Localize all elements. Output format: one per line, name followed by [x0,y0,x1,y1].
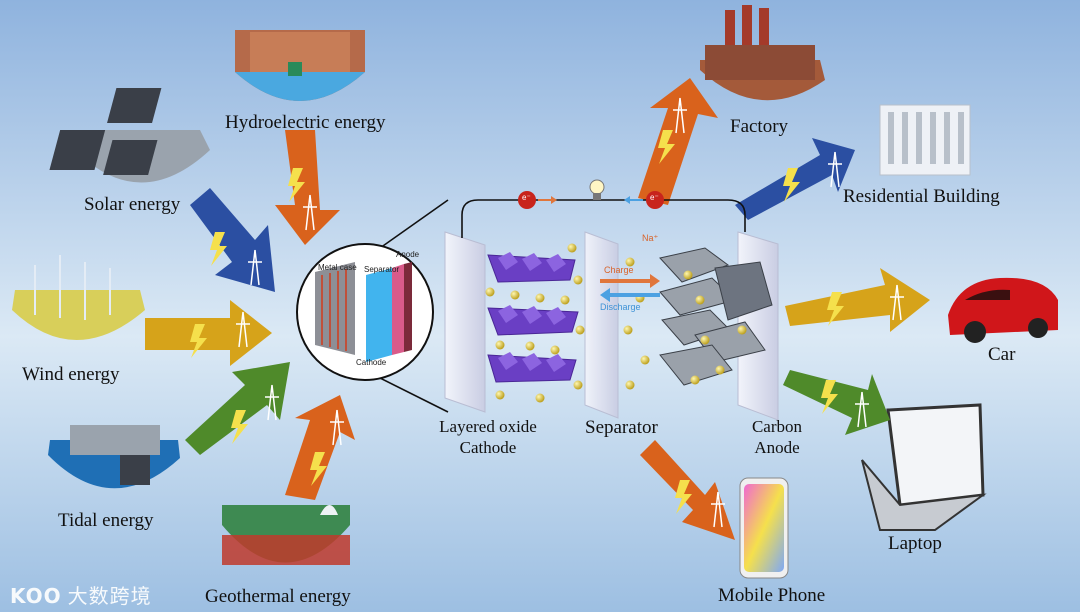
cell-cathode-label: Cathode [356,358,387,367]
hydroelectric-energy-label: Hydroelectric energy [225,112,386,133]
sodium-ion-label: Na⁺ [642,233,659,243]
charge-arrow [600,274,660,288]
residential-building-illustration [879,104,971,176]
external-circuit [461,179,746,238]
laptop-illustration [861,403,987,531]
geothermal-energy-label: Geothermal energy [205,586,351,607]
discharge-arrow [600,288,660,302]
solar-panels-illustration [49,88,210,183]
anode-label: Carbon Anode [751,417,803,457]
inflow-arrows [145,130,355,500]
outflow-arrows [638,78,930,540]
solar-energy-label: Solar energy [84,194,181,215]
mobile-phone-illustration [739,477,789,579]
electron-label-right: e⁻ [650,193,659,202]
electron-label-left: e⁻ [522,193,531,202]
tidal-station-illustration [48,425,180,489]
geothermal-plant-illustration [222,505,350,565]
factory-illustration [700,5,825,101]
residential-building-label: Residential Building [843,186,1000,207]
mobile-phone-label: Mobile Phone [718,585,826,606]
hydro-dam-illustration [235,30,365,101]
cathode-label: Layered oxide Cathode [439,417,537,457]
tidal-energy-label: Tidal energy [58,510,154,531]
cell-zoom-lines [379,199,449,413]
cathode-current-collector [444,231,486,413]
battery-cell-inset [296,243,434,381]
laptop-label: Laptop [888,533,942,554]
car-label: Car [988,344,1016,365]
wind-farm-illustration [12,255,145,340]
charge-label: Charge [604,265,634,275]
cell-separator-label: Separator [364,265,400,274]
discharge-label: Discharge [600,302,641,312]
carbon-anode-layers [659,247,773,386]
watermark-logo: KOO [10,584,62,608]
car-illustration [948,277,1058,343]
layered-oxide-cathode [487,252,579,383]
sodium-ions [485,243,747,403]
watermark-text: 大数跨境 [67,584,152,608]
separator-label: Separator [585,417,658,438]
metal-case-label: Metal case [318,263,357,272]
factory-label: Factory [730,116,789,137]
separator-membrane [584,231,619,419]
wind-energy-label: Wind energy [22,364,120,385]
cell-anode-label: Anode [396,250,420,259]
